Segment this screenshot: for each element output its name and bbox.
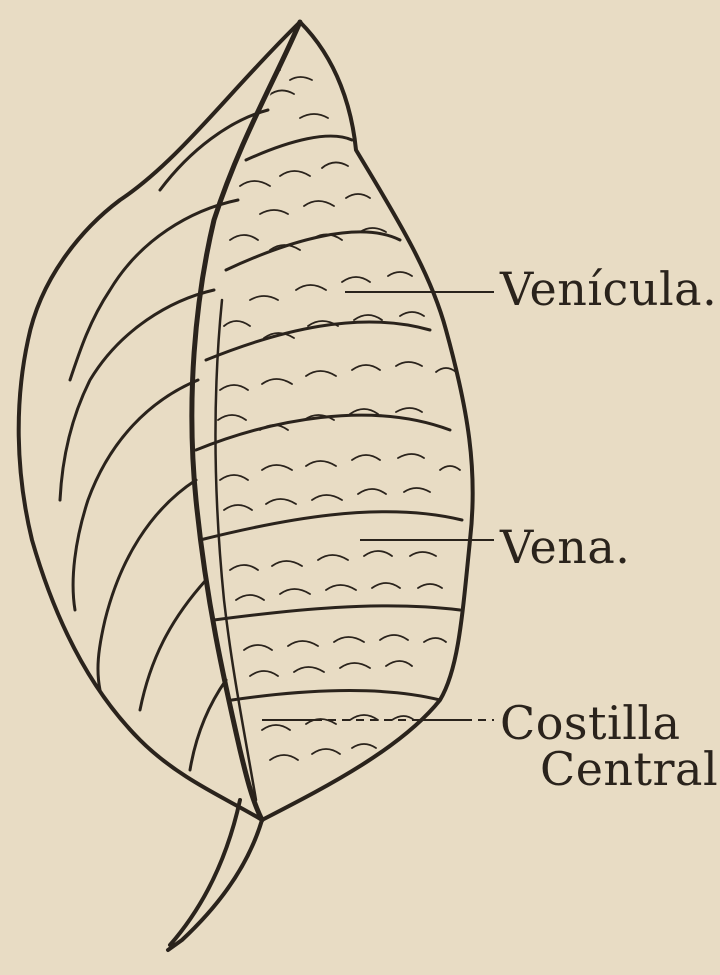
- label-vena: Vena.: [500, 524, 630, 570]
- label-venicula: Venícula.: [500, 266, 717, 312]
- leader-lines: [262, 292, 494, 720]
- veinlet-network: [218, 66, 460, 760]
- label-central: Central.: [540, 746, 720, 792]
- leaf-stem: [168, 800, 262, 950]
- left-veins: [60, 110, 268, 770]
- label-costilla: Costilla: [500, 700, 681, 746]
